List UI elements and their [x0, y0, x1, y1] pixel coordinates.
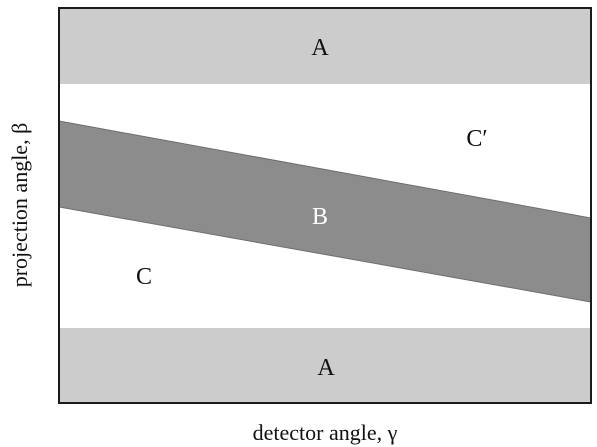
region-a-top-label: A	[311, 35, 329, 61]
region-a-top	[59, 8, 591, 84]
region-b-label: B	[312, 204, 328, 230]
plot-frame	[58, 7, 592, 404]
region-a-bottom-label: A	[317, 355, 335, 381]
x-axis-label: detector angle, γ	[253, 420, 398, 445]
region-c-label: C	[136, 264, 152, 290]
region-c-prime-label: C′	[466, 126, 487, 152]
region-a-bottom	[59, 328, 591, 403]
y-axis-label: projection angle, β	[7, 123, 32, 288]
